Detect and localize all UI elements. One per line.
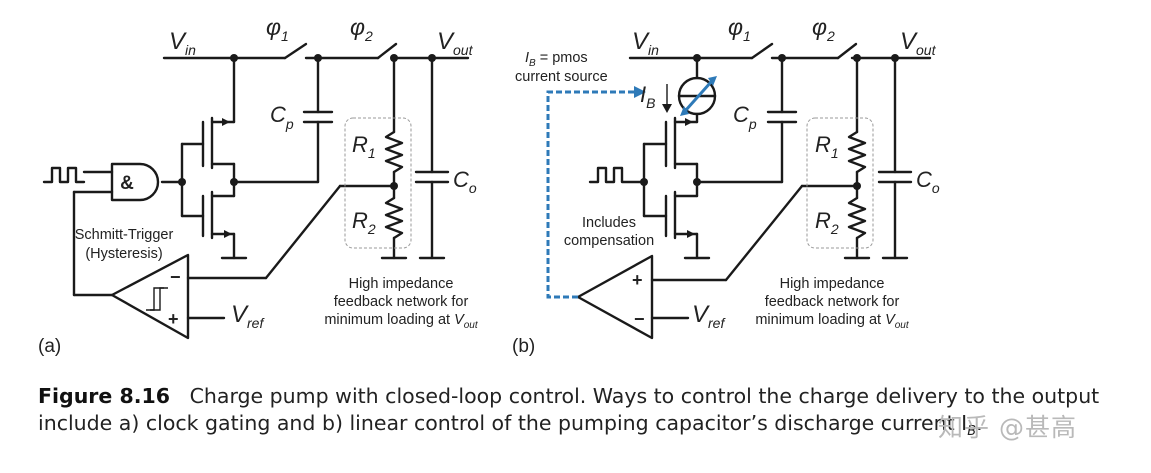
ib-note-line1: IB = pmos: [525, 50, 588, 69]
note-a-line3: minimum loading at Vout: [324, 312, 479, 331]
feedback-wire-a: [264, 184, 342, 280]
feedback-network-box-b: [806, 117, 874, 249]
switch-phi2-a: [376, 42, 398, 60]
feedback-network-box-a: [344, 117, 412, 249]
and-gate-a: [110, 162, 160, 202]
opamp-minus-b: −: [634, 309, 645, 329]
label-phi2-a: φ2: [350, 14, 373, 44]
label-r2-b: R2: [815, 208, 839, 237]
hysteresis-symbol: [150, 287, 168, 311]
control-path-blue: [546, 90, 636, 299]
label-vref-a: Vref: [231, 301, 265, 331]
node-dot: [390, 182, 398, 190]
note-b-line2: feedback network for: [765, 294, 900, 310]
pmos-arrow-a: [222, 118, 230, 126]
switch-phi1-b: [750, 42, 774, 60]
comparator-minus-a: −: [170, 267, 181, 287]
note-b-line3: minimum loading at Vout: [755, 312, 910, 331]
label-r1-a: R1: [352, 132, 376, 161]
label-vin-b: Vin: [632, 28, 659, 58]
control-path-arrowhead: [634, 86, 646, 98]
label-phi1-b: φ1: [728, 14, 751, 44]
note-a-line1: High impedance: [349, 276, 454, 292]
comparator-plus-a: +: [168, 309, 179, 329]
clock-waveform-b: [588, 166, 646, 184]
adjust-arrow-head-bottom: [680, 106, 689, 116]
label-vout-a: Vout: [437, 28, 474, 58]
note-a-line2: feedback network for: [334, 294, 469, 310]
adjust-arrow-head-top: [708, 76, 717, 86]
nmos-arrow-b: [687, 230, 695, 238]
switch-phi2-b: [836, 42, 858, 60]
resistor-r1-b: [847, 130, 867, 174]
note-b-line1: High impedance: [780, 276, 885, 292]
hysteresis-symbol: [146, 287, 164, 311]
resistor-r2-a: [384, 196, 404, 240]
switch-phi1-a: [283, 42, 308, 60]
caption-subscript: B: [967, 424, 977, 440]
watermark: 知乎 @甚高: [938, 413, 1077, 442]
nmos-arrow-a: [224, 230, 232, 238]
node-dot: [178, 178, 186, 186]
clock-waveform-a: [42, 166, 86, 184]
figure-caption: Figure 8.16 Charge pump with closed-loop…: [38, 383, 1118, 445]
panel-b: Vin φ1 φ2 Vout IB = pmos current source …: [512, 14, 940, 357]
ib-arrow-head: [662, 104, 672, 113]
comparator-a: [110, 253, 190, 340]
label-co-a: Co: [453, 167, 477, 196]
schmitt-label-line1: Schmitt-Trigger: [75, 227, 174, 243]
label-phi2-b: φ2: [812, 14, 835, 44]
label-r1-b: R1: [815, 132, 839, 161]
label-phi1-a: φ1: [266, 14, 289, 44]
label-cp-b: Cp: [733, 102, 757, 132]
node-dot: [853, 182, 861, 190]
pmos-arrow-b: [685, 118, 693, 126]
opamp-plus-b: +: [632, 270, 643, 290]
feedback-wire-b: [724, 184, 804, 282]
panel-label-a: (a): [38, 336, 61, 357]
circuit-diagram: Vin φ1 φ2 Vout Cp R1 R2 Co & Schmitt-Tri…: [38, 14, 940, 357]
label-co-b: Co: [916, 167, 940, 196]
label-cp-a: Cp: [270, 102, 294, 132]
ib-note-line2: current source: [515, 69, 608, 85]
figure-area: Vin φ1 φ2 Vout Cp R1 R2 Co & Schmitt-Tri…: [38, 14, 940, 357]
adjust-arrow-blue: [684, 81, 713, 111]
label-vin-a: Vin: [169, 28, 196, 58]
caption-text: Charge pump with closed-loop control. Wa…: [38, 384, 1100, 435]
comp-label-line2: compensation: [564, 233, 654, 249]
and-label: &: [120, 173, 134, 194]
opamp-b: [576, 254, 654, 340]
figure-label: Figure 8.16: [38, 384, 171, 408]
panel-a: Vin φ1 φ2 Vout Cp R1 R2 Co & Schmitt-Tri…: [38, 14, 479, 357]
comp-label-line1: Includes: [582, 215, 636, 231]
caption-end: .: [976, 411, 983, 435]
label-vout-b: Vout: [900, 28, 937, 58]
panel-label-b: (b): [512, 336, 535, 357]
label-r2-a: R2: [352, 208, 376, 237]
label-vref-b: Vref: [692, 301, 726, 331]
resistor-r1-a: [384, 130, 404, 174]
label-ib: IB: [640, 82, 655, 111]
schmitt-label-line2: (Hysteresis): [85, 246, 162, 262]
resistor-r2-b: [847, 196, 867, 240]
